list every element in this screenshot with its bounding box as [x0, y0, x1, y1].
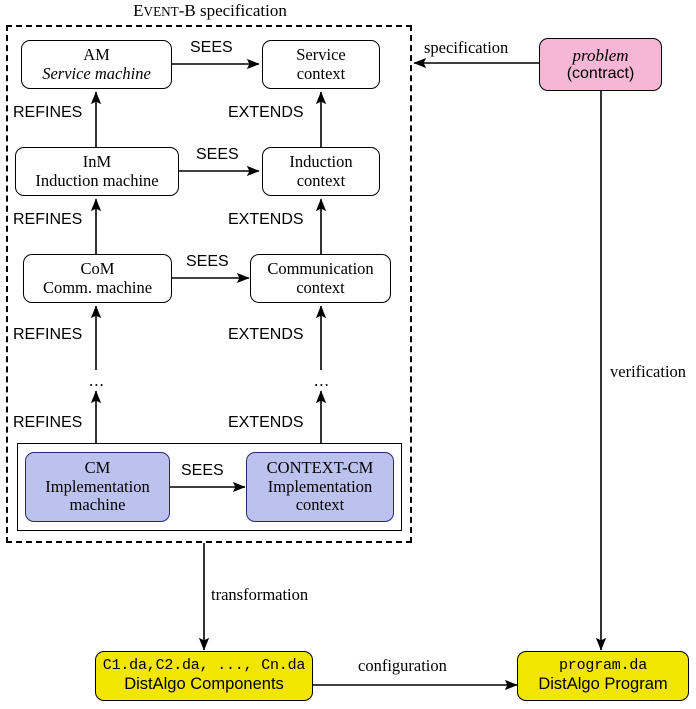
edge-label-refines-3: REFINES: [13, 326, 83, 343]
eventb-specification-frame: [6, 25, 412, 543]
node-inm-line2: Induction machine: [35, 170, 159, 190]
node-am-service-machine[interactable]: AM Service machine: [21, 40, 172, 89]
node-context-cm-line3: context: [295, 495, 345, 515]
node-induction-context-line2: context: [296, 170, 346, 190]
eventb-specification-title: EVENT-B specification: [133, 1, 287, 20]
node-problem-line1: problem: [572, 46, 629, 66]
edge-label-sees-3: SEES: [186, 253, 229, 270]
node-com-line2: Comm. machine: [42, 277, 153, 297]
node-components-line2: DistAlgo Components: [124, 675, 284, 694]
ellipsis-right: ...: [314, 371, 330, 390]
eventb-title-smallcaps: VENT: [143, 4, 179, 19]
node-induction-context[interactable]: Induction context: [262, 147, 380, 196]
node-inm-induction-machine[interactable]: InM Induction machine: [15, 147, 179, 196]
edge-label-extends-2: EXTENDS: [228, 211, 304, 228]
node-am-line1: AM: [83, 45, 110, 65]
node-com-line1: CoM: [80, 259, 115, 279]
node-context-cm-line1: CONTEXT-CM: [266, 458, 374, 478]
node-service-context-line2: context: [296, 63, 346, 83]
edge-label-refines-1: REFINES: [13, 104, 83, 121]
edge-label-sees-2: SEES: [196, 146, 239, 163]
node-cm-line3: machine: [69, 495, 126, 515]
node-components-line1: C1.da,C2.da, ..., Cn.da: [102, 657, 306, 675]
node-program-line2: DistAlgo Program: [538, 675, 668, 694]
ellipsis-left: ...: [89, 371, 105, 390]
node-cm-line2: Implementation: [45, 476, 150, 496]
implementation-group-box: [17, 443, 402, 531]
edge-label-sees-4: SEES: [181, 462, 224, 479]
node-distalgo-components[interactable]: C1.da,C2.da, ..., Cn.da DistAlgo Compone…: [95, 651, 313, 701]
node-problem-contract[interactable]: problem (contract): [539, 38, 662, 91]
node-communication-context-line1: Communication: [267, 259, 374, 279]
node-context-cm-line2: Implementation: [267, 476, 373, 496]
edge-label-specification: specification: [424, 38, 509, 57]
node-problem-line2: (contract): [566, 65, 635, 83]
node-service-context[interactable]: Service context: [262, 40, 380, 89]
edge-label-verification: verification: [610, 362, 687, 381]
node-communication-context[interactable]: Communication context: [250, 254, 391, 303]
node-com-comm-machine[interactable]: CoM Comm. machine: [23, 254, 172, 303]
edge-label-extends-1: EXTENDS: [228, 104, 304, 121]
edge-label-refines-2: REFINES: [13, 211, 83, 228]
edge-label-extends-3: EXTENDS: [228, 326, 304, 343]
node-service-context-line1: Service: [296, 45, 346, 65]
node-induction-context-line1: Induction: [289, 152, 353, 172]
edge-label-transformation: transformation: [211, 585, 309, 604]
edge-label-refines-4: REFINES: [13, 414, 83, 431]
edge-label-sees-1: SEES: [190, 39, 233, 56]
node-communication-context-line2: context: [296, 277, 345, 297]
eventb-title-rest: -B specification: [178, 1, 287, 20]
node-cm-line1: CM: [84, 458, 111, 478]
node-context-cm-implementation-context[interactable]: CONTEXT-CM Implementation context: [246, 452, 394, 522]
node-cm-implementation-machine[interactable]: CM Implementation machine: [25, 452, 170, 522]
edge-label-configuration: configuration: [358, 656, 447, 675]
node-program-line1: program.da: [558, 657, 647, 675]
node-inm-line1: InM: [82, 152, 112, 172]
node-am-line2: Service machine: [42, 63, 151, 83]
edge-label-extends-4: EXTENDS: [228, 414, 304, 431]
node-distalgo-program[interactable]: program.da DistAlgo Program: [517, 651, 689, 701]
